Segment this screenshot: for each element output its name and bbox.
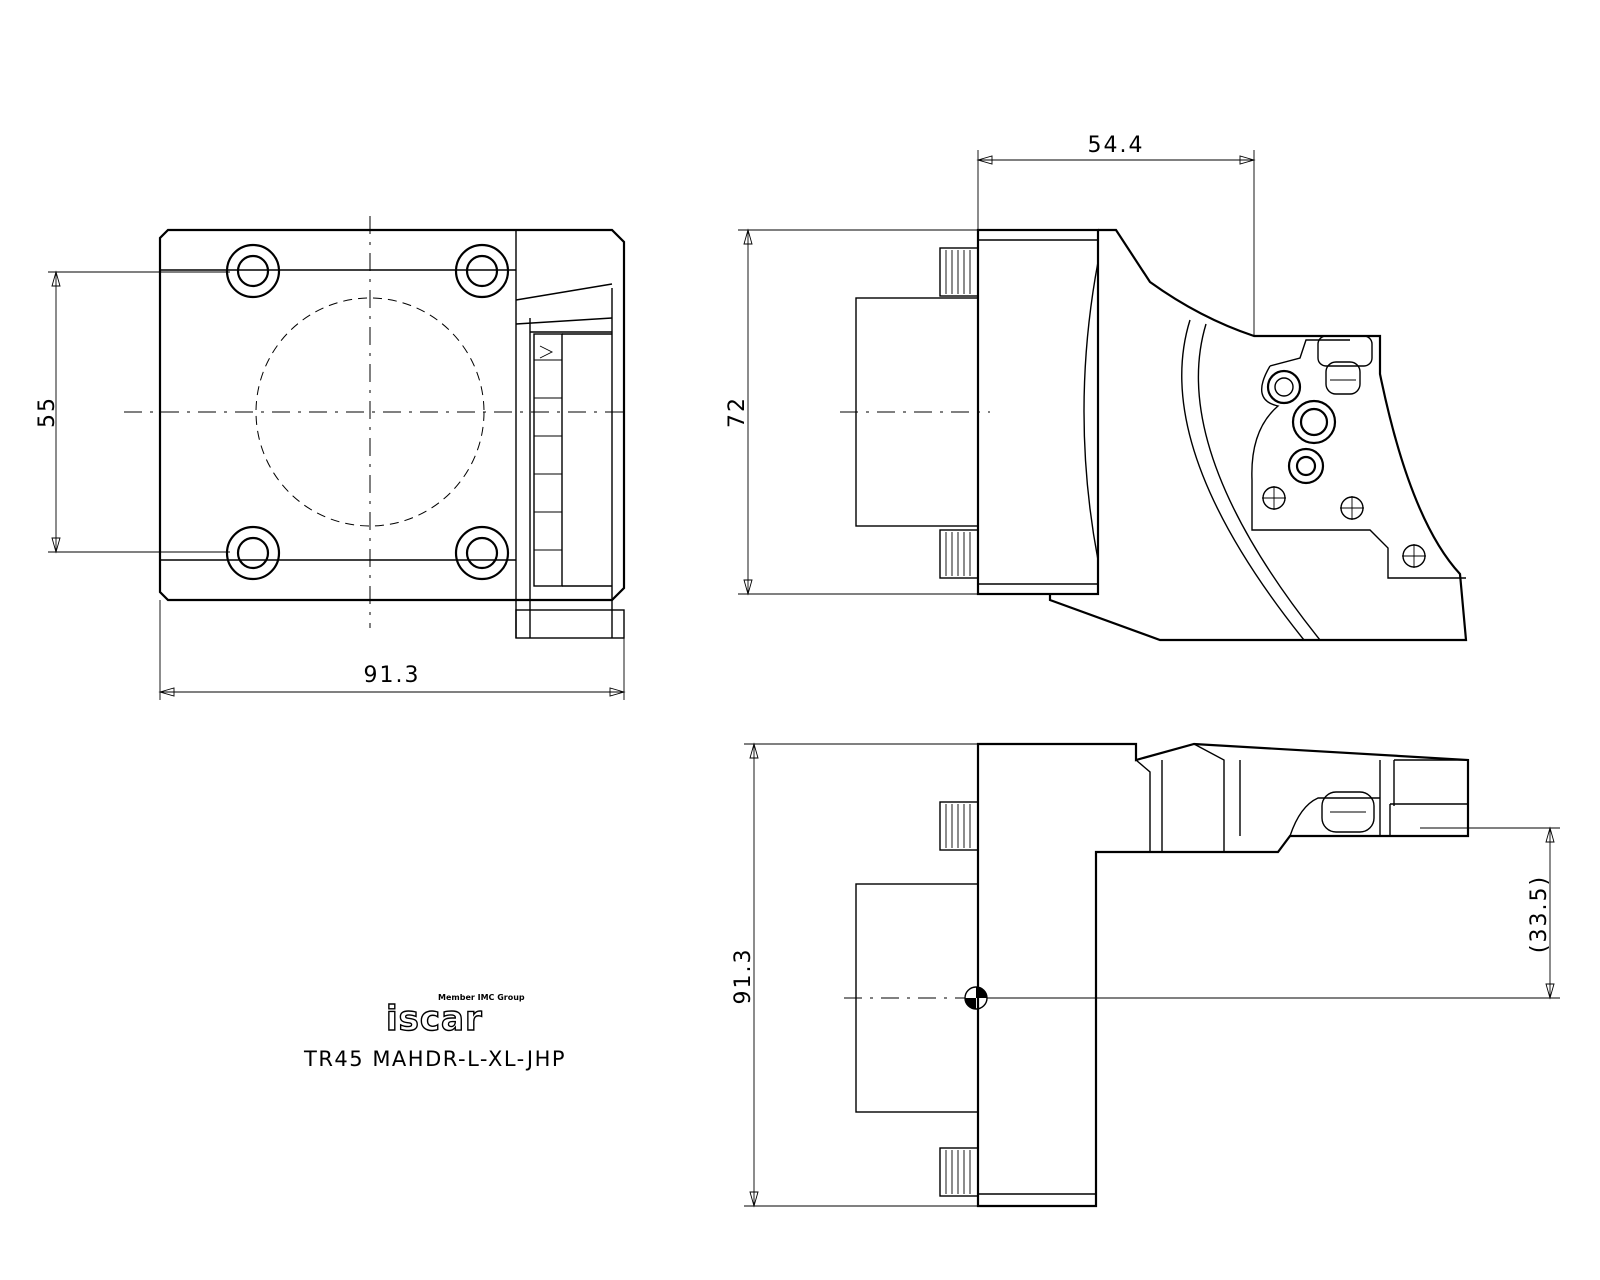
- plan-view: 91.3 (33.5): [731, 742, 1560, 1208]
- pin-hole-1: [1262, 486, 1286, 510]
- bolt-hole-bottom-right: [454, 525, 510, 581]
- reference-point-icon: [964, 986, 988, 1010]
- clamp-screw-plan: [1321, 791, 1375, 833]
- coolant-fitting-plan-bottom: [939, 1147, 979, 1197]
- svg-text:iscar: iscar: [386, 999, 483, 1039]
- iscar-logo: iscar Member IMC Group: [385, 993, 525, 1040]
- model-code: TR45 MAHDR-L-XL-JHP: [303, 1047, 566, 1071]
- coolant-fitting-top: [939, 247, 979, 297]
- dim-72: 72: [725, 228, 978, 596]
- dim-91-3-plan-label: 91.3: [731, 948, 756, 1005]
- dim-55: 55: [35, 270, 230, 554]
- front-view: 55 91.3: [35, 216, 628, 700]
- dim-91-3-front-label: 91.3: [364, 663, 421, 688]
- coolant-fitting-bottom: [939, 529, 979, 579]
- dim-55-label: 55: [35, 396, 60, 428]
- pin-hole-2: [1340, 496, 1364, 520]
- dim-54-4: 54.4: [976, 133, 1256, 336]
- dim-33-5-label: (33.5): [1527, 875, 1552, 953]
- dim-72-label: 72: [725, 396, 750, 428]
- screw-hole-3: [1287, 447, 1325, 485]
- dim-33-5: (33.5): [1420, 826, 1560, 1000]
- bolt-hole-top-right: [454, 243, 510, 299]
- pin-hole-3: [1402, 544, 1426, 568]
- dim-54-4-label: 54.4: [1088, 133, 1145, 158]
- side-view: 54.4 72: [725, 133, 1468, 642]
- bolt-hole-bottom-left: [225, 525, 281, 581]
- coolant-fitting-plan-top: [939, 801, 979, 851]
- svg-text:Member IMC Group: Member IMC Group: [438, 993, 525, 1002]
- bolt-hole-top-left: [225, 243, 281, 299]
- screw-hole-2: [1291, 399, 1337, 445]
- insert-clamp-screw: [1317, 335, 1373, 395]
- screw-hole-1: [1266, 369, 1302, 405]
- title-block: iscar Member IMC Group TR45 MAHDR-L-XL-J…: [303, 993, 566, 1071]
- dim-91-3-front: 91.3: [158, 600, 626, 700]
- dim-91-3-plan: 91.3: [731, 742, 978, 1208]
